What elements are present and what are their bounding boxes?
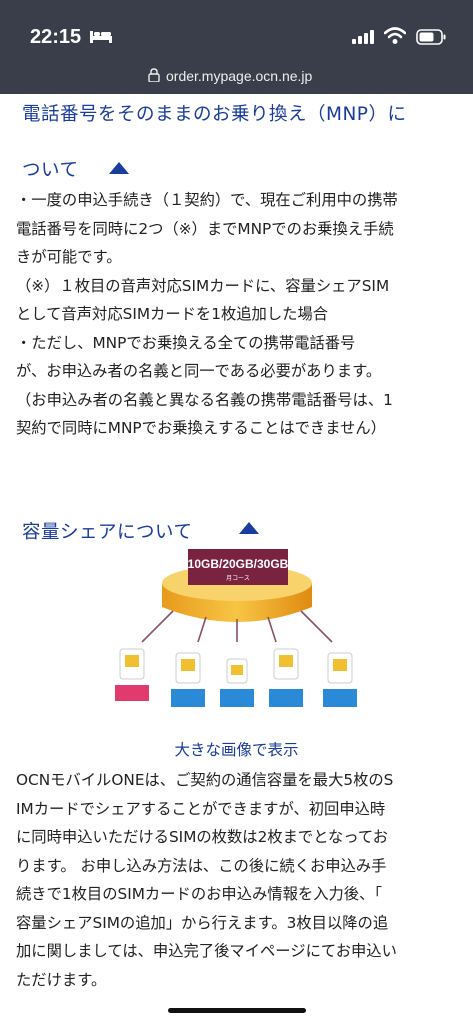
text-line: IMカードでシェアすることができますが、初回申込時: [16, 799, 386, 818]
text-line: 続きで1枚目のSIMカードのお申込み情報を入力後、「: [16, 885, 383, 903]
text-line: 加に関しましては、申込完了後マイページにてお申込い: [16, 942, 397, 960]
text-line: 契約で同時にMNPでお乗換えすることはできません）: [16, 419, 386, 437]
arrow: [267, 616, 277, 643]
text-line: ・一度の申込手続き（１契約）で、現在ご利用中の携帯: [16, 191, 398, 209]
lock-icon: [148, 68, 160, 82]
text-line: （※）１枚目の音声対応SIMカードに、容量シェアSIM: [16, 276, 390, 295]
share-heading[interactable]: 容量シェアについて: [22, 522, 193, 543]
plan-label: 10GB/20GB/30GB: [188, 557, 289, 571]
arrow: [197, 616, 207, 643]
plan-box: [188, 549, 288, 585]
collapse-arrow-icon[interactable]: [109, 162, 129, 174]
text-line: として音声対応SIMカードを1枚追加した場合: [16, 305, 329, 323]
status-time: 22:15: [30, 26, 82, 48]
sim-card-5: [323, 652, 357, 707]
text-line: が、お申込み者の名義と同一である必要があります。: [16, 362, 382, 380]
status-bar: 22:15: [0, 0, 473, 58]
collapse-arrow-icon[interactable]: [239, 522, 259, 534]
arrow: [141, 610, 174, 643]
browser-url-bar[interactable]: [0, 58, 473, 94]
share-description: OCNモバイルONEは、ご契約の通信容量を最大5枚のS IMカードでシェアするこ…: [16, 766, 462, 994]
view-large-image-link[interactable]: 大きな画像で表示: [174, 741, 299, 759]
text-line: ただけます。: [16, 970, 107, 989]
mnp-heading-continued[interactable]: ついて: [22, 160, 79, 181]
sleep-mode-icon: [90, 31, 112, 43]
mnp-description: ・一度の申込手続き（１契約）で、現在ご利用中の携帯 電話番号を同時に2つ（※）ま…: [16, 186, 462, 443]
text-line: に同時申込いただけるSIMの枚数は2枚までとなってお: [16, 828, 389, 846]
sim-card-3: [220, 658, 254, 707]
cellular-signal-icon: [352, 30, 374, 44]
sim-card-2: [171, 652, 205, 707]
capacity-share-diagram[interactable]: 10GB/20GB/30GB 月コース: [98, 549, 376, 734]
sim-card-1: [115, 648, 149, 701]
plan-sub-label: 月コース: [226, 575, 250, 582]
arrow: [300, 610, 333, 643]
mnp-heading[interactable]: 電話番号をそのままのお乗り換え（MNP）に: [22, 104, 407, 125]
text-line: （お申込み者の名義と異なる名義の携帯電話番号は、1: [16, 390, 393, 409]
text-line: OCNモバイルONEは、ご契約の通信容量を最大5枚のS: [16, 771, 394, 789]
text-line: 電話番号を同時に2つ（※）までMNPでのお乗換え手続: [16, 219, 394, 238]
wifi-icon: [384, 27, 406, 44]
text-line: ・ただし、MNPでお乗換える全ての携帯電話番号: [16, 333, 356, 352]
text-line: 容量シェアSIMの追加」から行えます。3枚目以降の追: [16, 913, 389, 932]
battery-icon: [416, 29, 446, 45]
sim-card-4: [269, 648, 303, 707]
text-line: ります。 お申し込み方法は、この後に続くお申込み手: [16, 856, 387, 875]
home-indicator[interactable]: [168, 1008, 306, 1013]
page-content: 電話番号をそのままのお乗り換え（MNP）に ついて ・一度の申込手続き（１契約）…: [0, 94, 473, 1024]
text-line: きが可能です。: [16, 248, 122, 266]
url-text[interactable]: order.mypage.ocn.ne.jp: [166, 68, 313, 84]
